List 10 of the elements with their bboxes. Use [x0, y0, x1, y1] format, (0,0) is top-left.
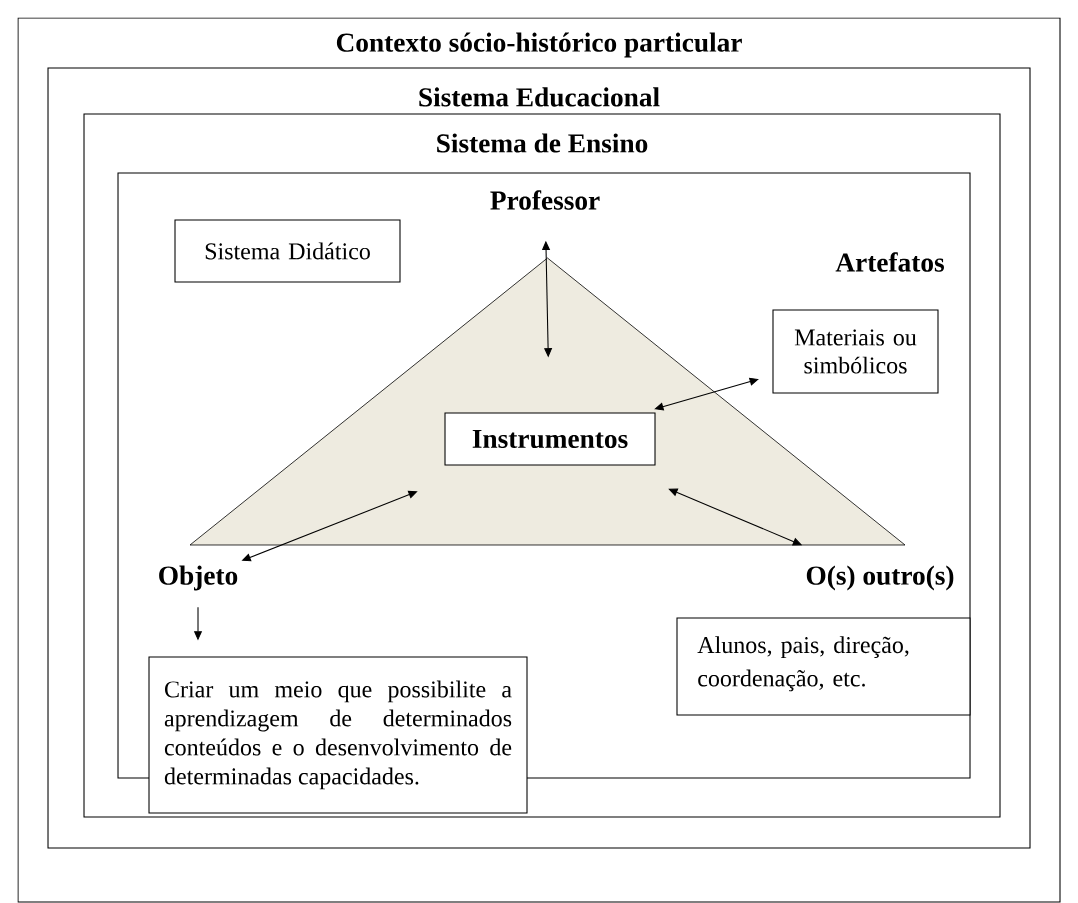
bold-label: Objeto: [159, 565, 238, 591]
bold-label: O(s) outro(s): [806, 565, 954, 591]
text-box: Materiais ou simbólicos: [772, 309, 939, 394]
text-box: Sistema Didático: [174, 219, 401, 283]
text-box: Criar um meio que possibilite a aprendizagem de determinados conteúdos e o desenvolvimento de determinadas capacidades.: [148, 656, 528, 814]
heading-label: Artefatos: [835, 252, 944, 272]
text-box: Instrumentos: [444, 412, 656, 466]
arrow: [654, 377, 759, 411]
bold-label: Professor: [490, 190, 600, 210]
text-box: Alunos, pais, direção, coordenação, etc.: [676, 617, 971, 716]
